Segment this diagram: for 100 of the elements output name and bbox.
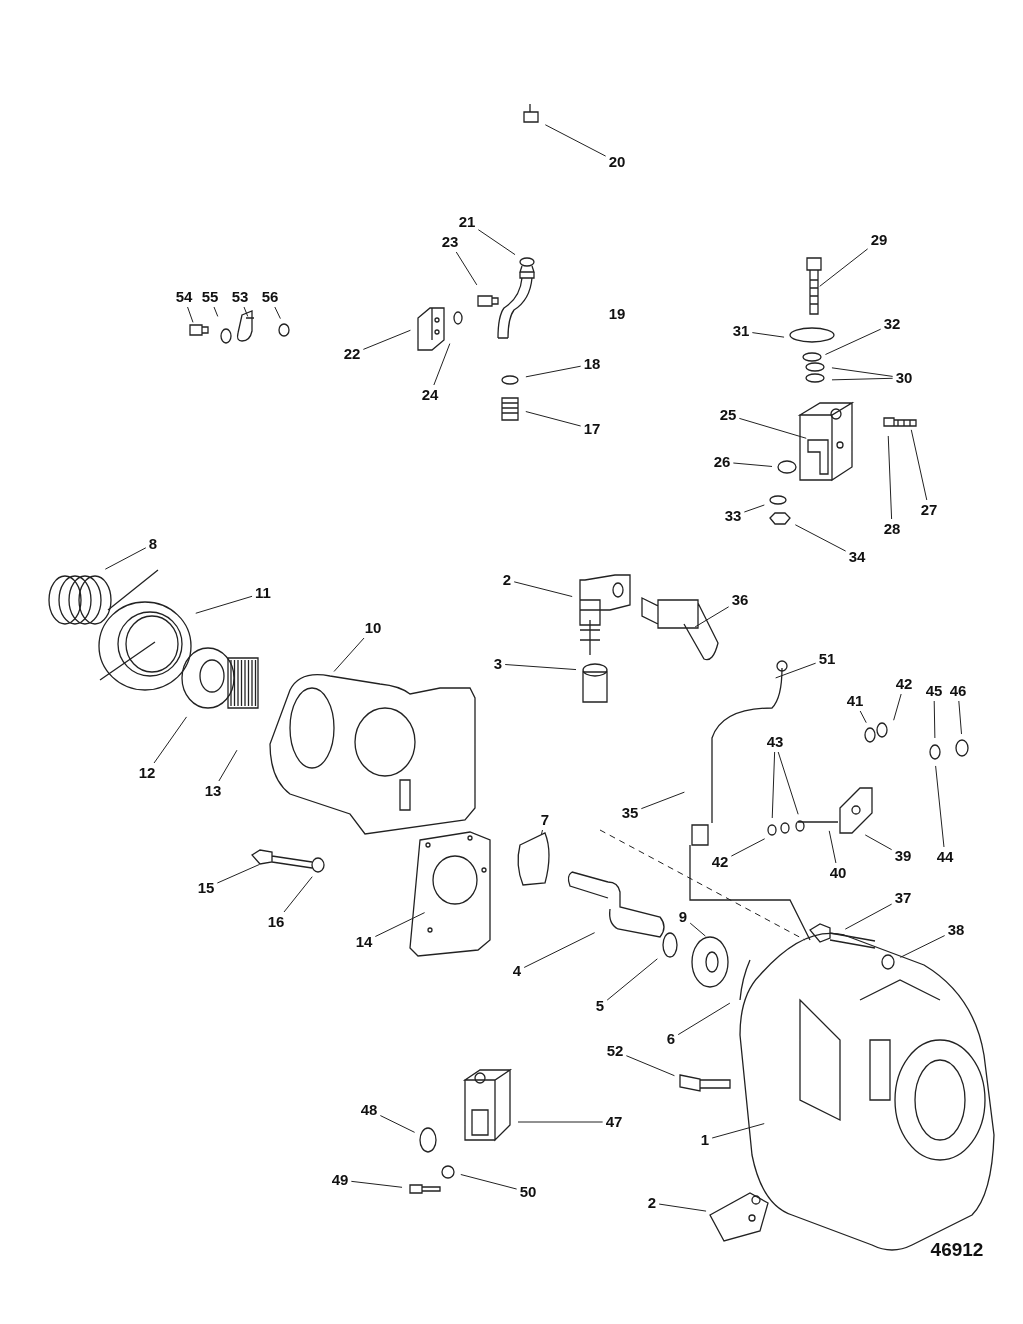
leader-line [513,581,573,598]
leader-line [658,1203,707,1212]
leader-line [350,1180,403,1188]
callout-number: 30 [894,369,914,387]
leader-line [606,958,658,1001]
callout-number: 34 [847,548,867,566]
leader-line [477,229,516,256]
leader-line [333,637,365,673]
callout-number: 14 [354,933,374,951]
callout-number: 4 [511,962,523,980]
callout-number: 15 [196,879,216,897]
callout-number: 54 [174,288,194,306]
callout-number: 47 [604,1113,624,1131]
callout-number: 3 [492,655,504,673]
leader-line [887,435,893,520]
callout-number: 32 [882,315,902,333]
callout-number: 38 [946,921,966,939]
leader-line [743,504,765,513]
callout-number: 23 [440,233,460,251]
leader-line [738,417,807,439]
leader-line [831,377,894,381]
leader-line [828,830,837,864]
leader-line [775,662,817,679]
leader-line [777,751,799,815]
callout-number: 13 [203,782,223,800]
callout-number: 48 [359,1101,379,1119]
callout-number: 8 [147,535,159,553]
leader-line [794,524,847,552]
leader-line [844,903,893,930]
leader-line [625,1055,675,1077]
callout-number: 16 [266,913,286,931]
leader-line [433,343,451,386]
leader-line [893,693,902,721]
leader-line [455,251,478,286]
leader-line [525,411,582,427]
callout-number: 46 [948,682,968,700]
callout-number: 42 [710,853,730,871]
callout-number: 29 [869,231,889,249]
leader-line [640,791,685,810]
leader-line [216,863,260,884]
callout-number: 40 [828,864,848,882]
leader-line [751,332,785,338]
leader-line [195,595,253,614]
callout-number: 1 [699,1131,711,1149]
callout-number: 6 [665,1030,677,1048]
leader-line [910,429,928,501]
callout-number: 5 [594,997,606,1015]
leader-line [274,306,281,320]
callout-number: 35 [620,804,640,822]
callout-number: 9 [677,908,689,926]
callout-number: 51 [817,650,837,668]
leader-line [689,922,706,937]
leader-line [218,749,238,782]
callout-number: 22 [342,345,362,363]
leader-line [819,248,869,287]
callout-number: 52 [605,1042,625,1060]
callout-number: 12 [137,764,157,782]
callout-number: 25 [718,406,738,424]
callout-number: 56 [260,288,280,306]
leader-line [824,328,882,355]
callout-number: 10 [363,619,383,637]
leader-line [711,1123,765,1139]
callout-number: 55 [200,288,220,306]
callout-number: 53 [230,288,250,306]
callout-number: 28 [882,520,902,538]
leader-line [374,912,426,937]
callout-number: 36 [730,591,750,609]
callout-number: 17 [582,420,602,438]
leader-line [732,462,773,467]
leader-line [694,606,730,628]
callout-number: 42 [894,675,914,693]
callout-number: 2 [501,571,513,589]
leader-line [153,716,188,764]
leader-line [958,700,962,735]
callout-number: 11 [254,584,272,602]
callout-number: 49 [330,1171,350,1189]
leader-line [213,306,219,317]
figure-number: 46912 [930,1239,984,1261]
leader-line [104,547,147,570]
leader-line [283,876,313,913]
leader-line [362,329,411,350]
leader-line [859,710,867,724]
callout-number: 2 [646,1194,658,1212]
callout-number: 18 [582,355,602,373]
leader-line [935,765,945,848]
callout-number: 26 [712,453,732,471]
leader-line [187,306,194,323]
leader-line [523,932,596,968]
callout-number: 50 [518,1183,538,1201]
callout-number: 33 [723,507,743,525]
callout-number: 24 [420,386,440,404]
callout-number: 37 [893,889,913,907]
leader-line [899,935,946,958]
callout-number: 21 [457,213,477,231]
callout-number: 19 [608,304,626,322]
callout-number: 20 [607,153,627,171]
leader-line [243,306,249,317]
leader-line [771,751,776,819]
callout-number: 41 [845,692,865,710]
leader-line [525,365,582,378]
